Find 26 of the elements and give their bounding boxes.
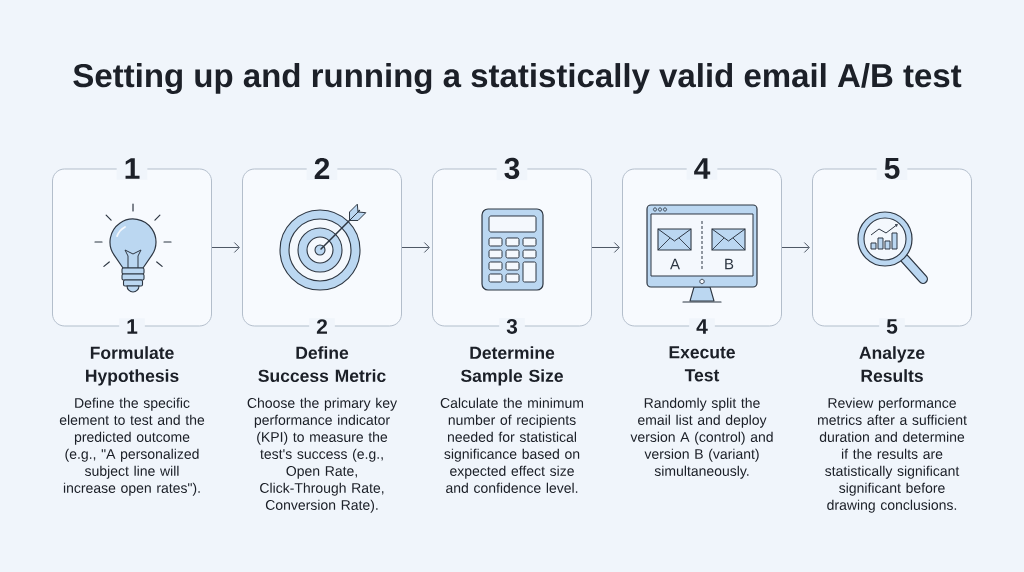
step-number: 2 (306, 157, 338, 180)
screen-letter: A (670, 258, 680, 270)
step-number: 1 (119, 318, 145, 335)
step-description: Calculate the minimum number of recipients needed for statistical significance based on expected effect size and confidence level. (440, 397, 584, 493)
step-number: 1 (116, 157, 148, 180)
arrow (401, 242, 430, 253)
arrow (591, 242, 620, 253)
step-title: Analyze Results (859, 346, 925, 383)
step-description: Review performance metrics after a sufficient duration and determine if the results are statistically significant significant before drawing conclusions. (818, 397, 967, 513)
step-number: 2 (309, 318, 335, 335)
step-number: 4 (686, 157, 718, 180)
step-number: 5 (876, 157, 908, 180)
step-number: 3 (499, 318, 525, 335)
step-description: Choose the primary key performance indicator (KPI) to measure the test's success (e.g., Open Rate, Click-Through Rate, Conversion Rate). (247, 397, 398, 513)
step-description: Define the specific element to test and the predicted outcome (e.g., "A personalized subject line will increase open rates"). (59, 397, 205, 496)
step-title: Formulate Hypothesis (86, 346, 179, 386)
step-description: Randomly split the email list and deploy version A (control) and version B (variant) simultaneously. (630, 397, 773, 479)
heading: Setting up and running a statistically valid email A/B test (73, 63, 962, 94)
step-title: Define Success Metric (258, 346, 386, 383)
step-title: Determine Sample Size (460, 346, 563, 386)
step-number: 5 (879, 318, 905, 335)
step-title: Execute Test (669, 346, 735, 382)
screen-letter: B (725, 258, 734, 270)
step-number: 4 (689, 318, 715, 335)
arrow (211, 242, 240, 253)
arrow (781, 242, 810, 253)
